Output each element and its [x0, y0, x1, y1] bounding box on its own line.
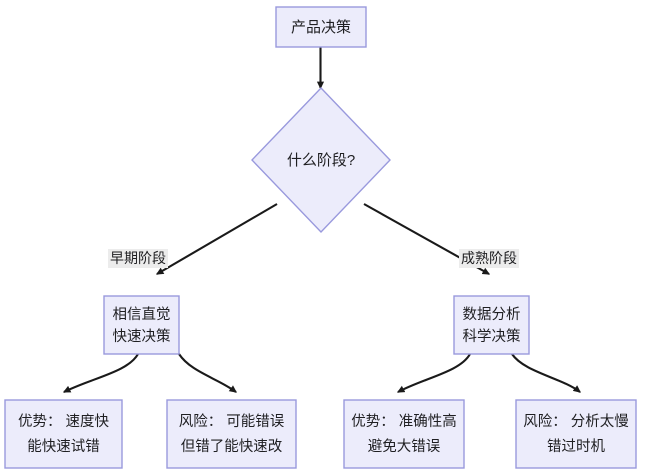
- edge-mature-to-mature-pro: [396, 353, 471, 393]
- node-mature-pro-shape: [343, 399, 465, 469]
- edge-decision-to-early: [155, 203, 278, 275]
- node-early-pro-shape: [4, 399, 123, 469]
- node-mature-label-line1: 数据分析: [463, 306, 521, 323]
- edge-early-to-early-pro: [62, 353, 139, 393]
- node-early-con[interactable]: 风险： 可能错误 但错了能快速改: [166, 399, 297, 469]
- edge-label-mature-text: 成熟阶段: [461, 250, 517, 266]
- edge-label-early-bg: [108, 249, 168, 268]
- node-early[interactable]: 相信直觉 快速决策: [103, 295, 180, 355]
- edge-early-to-early-con: [178, 353, 237, 393]
- node-early-shape: [103, 295, 180, 355]
- node-decision[interactable]: 什么阶段?: [251, 86, 391, 234]
- node-mature-shape: [453, 295, 530, 355]
- node-mature-pro-label-line2: 避免大错误: [368, 438, 441, 455]
- node-early-con-label-line1: 风险： 可能错误: [179, 413, 285, 430]
- node-early-label-line1: 相信直觉: [113, 306, 171, 323]
- node-mature-con-shape: [515, 399, 637, 469]
- edge-label-early-text: 早期阶段: [110, 250, 166, 266]
- edge-label-early: 早期阶段: [108, 249, 168, 268]
- node-mature-label-line2: 科学决策: [463, 328, 521, 345]
- node-decision-shape: [251, 86, 391, 234]
- node-early-con-label-line2: 但错了能快速改: [181, 438, 283, 455]
- edge-layer: [62, 47, 581, 393]
- node-early-pro-label-line2: 能快速试错: [27, 438, 100, 455]
- node-early-label-line2: 快速决策: [113, 328, 171, 345]
- node-mature-pro-label-line1: 优势： 准确性高: [351, 413, 457, 430]
- edge-mature-to-mature-con: [511, 353, 581, 393]
- node-early-pro-label-line1: 优势： 速度快: [18, 413, 110, 430]
- node-root[interactable]: 产品决策: [275, 6, 367, 48]
- node-root-shape: [275, 6, 367, 48]
- node-mature-con-label-line2: 错过时机: [547, 438, 605, 455]
- node-mature[interactable]: 数据分析 科学决策: [453, 295, 530, 355]
- node-mature-con[interactable]: 风险： 分析太慢 错过时机: [515, 399, 637, 469]
- edge-label-mature-bg: [459, 249, 519, 268]
- node-early-pro[interactable]: 优势： 速度快 能快速试错: [4, 399, 123, 469]
- node-decision-label: 什么阶段?: [287, 152, 355, 169]
- edge-label-mature: 成熟阶段: [459, 249, 519, 268]
- node-mature-pro[interactable]: 优势： 准确性高 避免大错误: [343, 399, 465, 469]
- node-early-con-shape: [166, 399, 297, 469]
- node-mature-con-label-line1: 风险： 分析太慢: [523, 413, 629, 430]
- node-root-label: 产品决策: [291, 19, 351, 36]
